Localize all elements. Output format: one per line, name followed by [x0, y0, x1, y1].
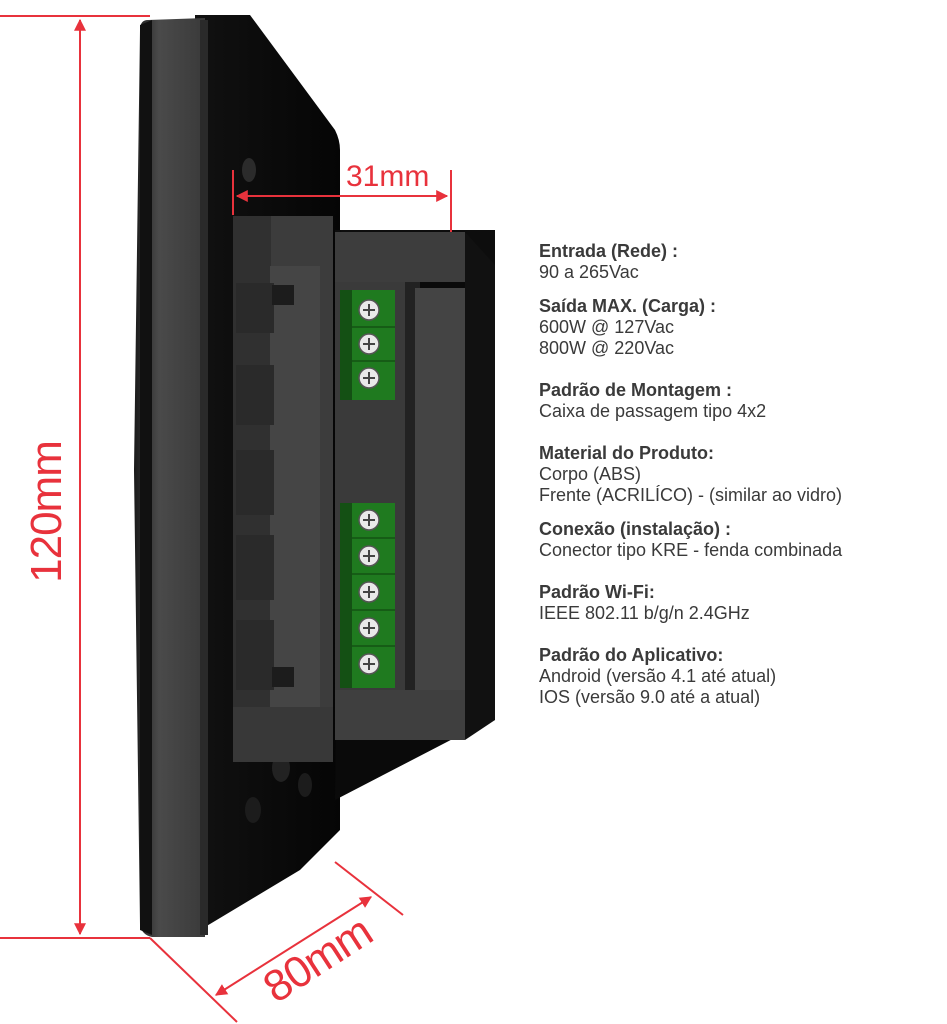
screw-slot-icon	[363, 304, 375, 316]
spec-title: Entrada (Rede) :	[539, 241, 679, 261]
terminal-screws-bottom	[352, 509, 395, 675]
spec-value: 600W @ 127Vac	[539, 317, 675, 337]
screw-slot-icon	[363, 338, 375, 350]
spec-title: Conexão (instalação) :	[539, 519, 732, 539]
spec-value: IEEE 802.11 b/g/n 2.4GHz	[539, 603, 750, 623]
spec-wifi: Padrão Wi-Fi: IEEE 802.11 b/g/n 2.4GHz	[539, 581, 947, 624]
clip-housing	[233, 216, 333, 762]
dimension-height-label: 120mm	[22, 441, 71, 583]
spec-title: Padrão de Montagem :	[539, 380, 733, 400]
dimension-height	[0, 15, 150, 939]
spec-input: Entrada (Rede) : 90 a 265Vac	[539, 240, 947, 283]
spec-mounting: Padrão de Montagem : Caixa de passagem t…	[539, 379, 947, 422]
spec-value: Conector tipo KRE - fenda combinada	[539, 540, 843, 560]
spec-connection: Conexão (instalação) : Conector tipo KRE…	[539, 518, 947, 561]
spec-output: Saída MAX. (Carga) : 600W @ 127Vac 800W …	[539, 295, 947, 359]
screw-slot-icon	[363, 586, 375, 598]
screw-slot-icon	[363, 622, 375, 634]
screw-slot-icon	[363, 372, 375, 384]
spec-title: Padrão do Aplicativo:	[539, 645, 724, 665]
spec-value: IOS (versão 9.0 até a atual)	[539, 687, 761, 707]
dimension-depth-label: 31mm	[346, 160, 430, 193]
spec-app: Padrão do Aplicativo: Android (versão 4.…	[539, 644, 947, 708]
spec-title: Saída MAX. (Carga) :	[539, 296, 717, 316]
spec-material: Material do Produto: Corpo (ABS) Frente …	[539, 442, 947, 506]
spec-value: Caixa de passagem tipo 4x2	[539, 401, 767, 421]
spec-value: Android (versão 4.1 até atual)	[539, 666, 777, 686]
spec-value: 90 a 265Vac	[539, 262, 639, 282]
screw-slot-icon	[363, 514, 375, 526]
terminal-screws-top	[352, 299, 395, 389]
spec-value: Corpo (ABS)	[539, 464, 642, 484]
screw-slot-icon	[363, 550, 375, 562]
front-panel	[134, 18, 208, 937]
dimension-width	[149, 861, 404, 1023]
spec-title: Padrão Wi-Fi:	[539, 582, 655, 602]
specifications-list: Entrada (Rede) : 90 a 265Vac Saída MAX. …	[539, 240, 947, 720]
spec-value: Frente (ACRILÍCO) - (similar ao vidro)	[539, 485, 843, 505]
spec-value: 800W @ 220Vac	[539, 338, 675, 358]
spec-title: Material do Produto:	[539, 443, 714, 463]
screw-slot-icon	[363, 658, 375, 670]
dimension-depth	[232, 170, 452, 232]
